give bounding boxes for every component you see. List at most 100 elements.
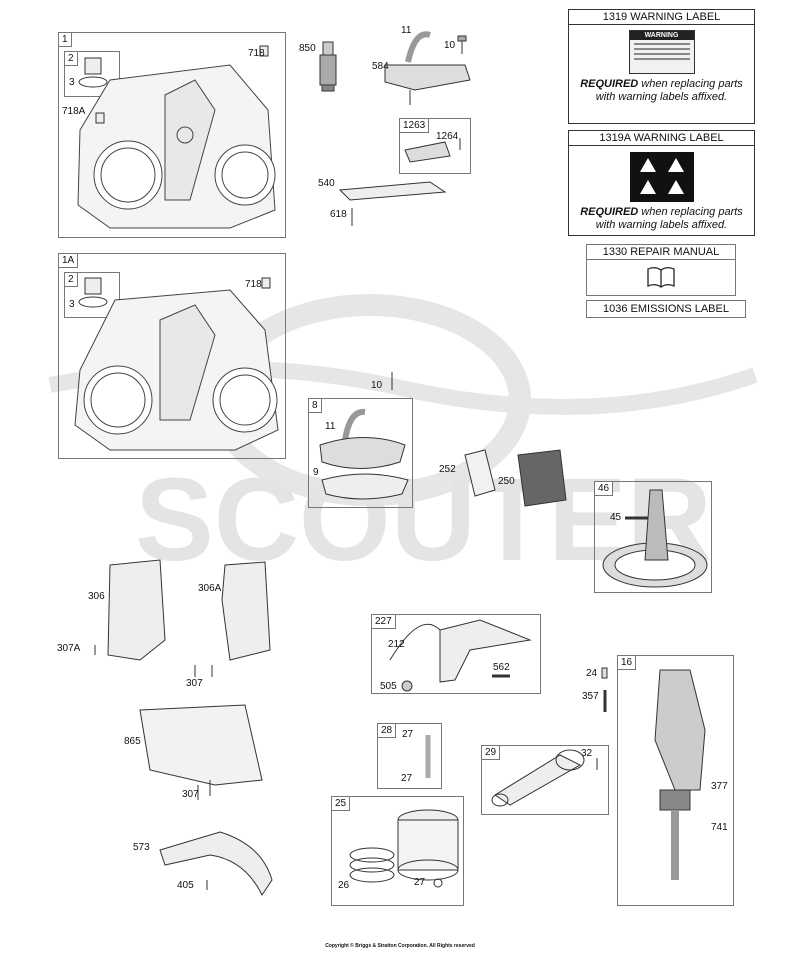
label-718: 718 <box>248 48 265 59</box>
warning-label-1319a-box: 1319A WARNING LABEL REQUIRED when replac… <box>568 130 755 236</box>
warning-label-1319-box: 1319 WARNING LABEL WARNING REQUIRED when… <box>568 9 755 124</box>
warning-1319-required: REQUIRED <box>580 78 639 90</box>
box-2: 2 <box>64 51 120 97</box>
bushing-1a-icon <box>78 277 108 308</box>
warning-1319a-required: REQUIRED <box>580 206 639 218</box>
box-1a: 1A <box>58 253 286 459</box>
label-584: 584 <box>372 61 389 72</box>
label-306a: 306A <box>198 583 222 594</box>
label-9: 9 <box>313 467 319 478</box>
plug-1a-icon <box>261 277 271 289</box>
label-307: 307 <box>186 678 203 689</box>
box-29: 29 <box>481 745 609 815</box>
plug-icon <box>259 45 269 57</box>
connecting-rod-icon <box>491 749 585 807</box>
dowel-24-icon <box>601 667 608 679</box>
label-11b: 11 <box>325 421 336 432</box>
air-guide-306-icon <box>107 559 166 661</box>
repair-manual-title: 1330 REPAIR MANUAL <box>587 245 735 260</box>
label-45: 45 <box>610 512 622 523</box>
label-573: 573 <box>133 842 150 853</box>
breather-tube-icon <box>342 408 366 441</box>
plug-icon-2 <box>95 112 105 124</box>
label-377: 377 <box>711 781 728 792</box>
label-307a: 307A <box>57 643 81 654</box>
book-icon <box>647 267 675 288</box>
crankshaft-icon <box>654 669 706 880</box>
box-2b: 2 <box>64 272 120 318</box>
label-250: 250 <box>498 476 515 487</box>
piston-icon <box>397 809 459 881</box>
warning-1319-req-text: when replacing parts <box>638 78 743 90</box>
label-718a: 718A <box>62 106 86 117</box>
cylinder-block-1a-icon <box>74 289 279 451</box>
label-306: 306 <box>88 591 105 602</box>
label-3b: 3 <box>69 299 75 310</box>
box-227: 227 <box>371 614 541 694</box>
warning-symbols-icon <box>629 152 694 202</box>
label-32: 32 <box>581 748 593 759</box>
copyright-text: Copyright © Briggs & Stratton Corporatio… <box>325 943 475 949</box>
label-741: 741 <box>711 822 728 833</box>
bracket-573-icon <box>159 831 273 897</box>
box-28: 28 <box>377 723 442 789</box>
label-26: 26 <box>338 880 350 891</box>
label-562: 562 <box>493 662 510 673</box>
breather-cover-icon <box>384 31 471 105</box>
label-212: 212 <box>388 639 405 650</box>
box-8: 8 <box>308 398 413 508</box>
label-10b: 10 <box>371 380 383 391</box>
label-865: 865 <box>124 736 141 747</box>
shield-865-icon <box>139 704 263 786</box>
breather-plate-icon <box>319 437 406 469</box>
cylinder-block-icon <box>77 64 276 229</box>
filter-252-icon <box>464 449 496 497</box>
label-27a: 27 <box>402 729 414 740</box>
label-1264: 1264 <box>436 131 459 142</box>
warning-label-1319-title: 1319 WARNING LABEL <box>569 10 754 25</box>
piston-rings-icon <box>349 847 395 883</box>
box-1: 1 <box>58 32 286 238</box>
label-618: 618 <box>330 209 347 220</box>
governor-spring-icon <box>389 623 441 661</box>
box-16: 16 <box>617 655 734 906</box>
label-252: 252 <box>439 464 456 475</box>
nut-505-icon <box>401 680 413 692</box>
warning-1319-req-line2: with warning labels affixed. <box>595 91 728 103</box>
label-27b: 27 <box>401 773 413 784</box>
warning-decal-icon: WARNING <box>628 30 695 74</box>
warning-decal-badge: WARNING <box>629 31 694 40</box>
bushing-icon <box>78 57 108 88</box>
emissions-label-box: 1036 EMISSIONS LABEL <box>586 300 746 318</box>
gasket-1263-icon <box>404 141 451 163</box>
label-405: 405 <box>177 880 194 891</box>
label-10: 10 <box>444 40 456 51</box>
label-850: 850 <box>299 43 316 54</box>
label-718b: 718 <box>245 279 262 290</box>
filter-250-icon <box>517 449 567 507</box>
label-24: 24 <box>586 668 598 679</box>
warning-1319a-req-text: when replacing parts <box>638 206 743 218</box>
label-307b: 307 <box>182 789 199 800</box>
box-46: 46 <box>594 481 712 593</box>
repair-manual-box: 1330 REPAIR MANUAL <box>586 244 736 296</box>
emissions-label-title: 1036 EMISSIONS LABEL <box>603 303 729 315</box>
label-505: 505 <box>380 681 397 692</box>
gasket-9-icon <box>321 473 409 500</box>
label-27c: 27 <box>414 877 426 888</box>
warning-label-1319a-title: 1319A WARNING LABEL <box>569 131 754 146</box>
gasket-540-icon <box>338 181 447 201</box>
air-guide-306a-icon <box>221 561 271 661</box>
label-357: 357 <box>582 691 599 702</box>
box-25: 25 <box>331 796 464 906</box>
label-11: 11 <box>401 25 412 36</box>
label-3: 3 <box>69 77 75 88</box>
box-1263: 1263 <box>399 118 471 174</box>
camshaft-icon <box>602 489 708 588</box>
clip-27-icon <box>433 878 443 888</box>
warning-1319a-req-line2: with warning labels affixed. <box>595 219 728 231</box>
sealant-tube-icon <box>319 41 337 92</box>
governor-lever-icon <box>439 619 532 683</box>
label-540: 540 <box>318 178 335 189</box>
